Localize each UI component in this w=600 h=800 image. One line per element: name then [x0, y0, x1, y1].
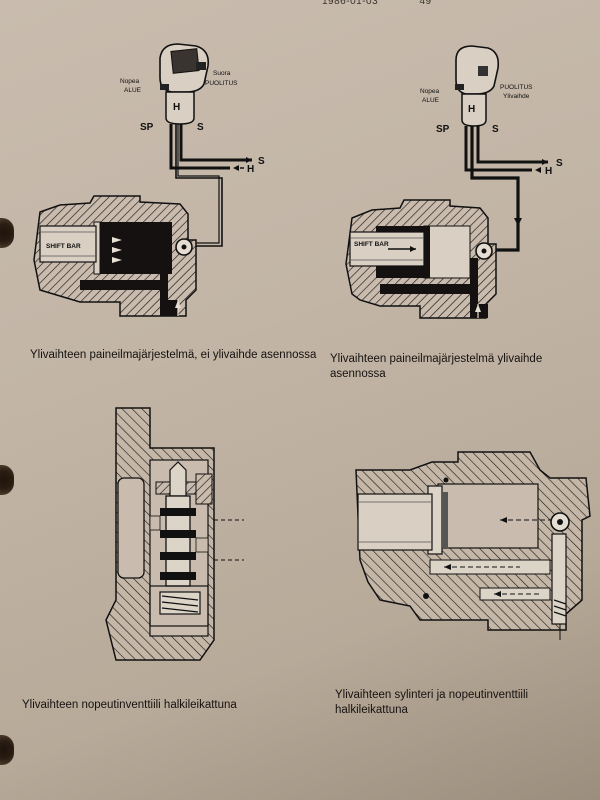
label-sp: SP: [140, 122, 154, 133]
out-h: H: [247, 164, 254, 175]
shift-bar-label: SHIFT BAR: [46, 243, 81, 250]
label-s: S: [197, 122, 204, 133]
shift-knob-2: [455, 45, 500, 127]
label-h: H: [173, 102, 180, 113]
figure-2-caption: Ylivaihteen paineilmajärjestelmä ylivaih…: [330, 353, 543, 380]
figure-1-caption: Ylivaihteen paineilmajärjestelmä, ei yli…: [30, 349, 317, 361]
binder-hole: [0, 465, 14, 495]
label-puolitus-2: PUOLITUS: [500, 84, 533, 91]
cylinder-housing: [355, 451, 591, 640]
label-alue: ALUE: [124, 87, 142, 94]
shift-knob-1: [159, 43, 210, 125]
valve-body: [105, 407, 244, 661]
label-h-2: H: [468, 104, 475, 115]
range-cylinder-housing-1: [33, 195, 197, 317]
out-s-2: S: [556, 158, 563, 169]
figure-4-caption: Ylivaihteen sylinteri ja nopeutinventtii…: [335, 689, 529, 716]
label-nopea-2: Nopea: [420, 88, 440, 95]
binder-hole: [0, 735, 14, 765]
label-puolitus: PUOLITUS: [205, 80, 238, 87]
header-date: 1986-01-03: [322, 0, 379, 7]
air-lines-1: [169, 124, 252, 247]
header-page-number: 49: [419, 0, 432, 7]
out-h-2: H: [545, 166, 552, 177]
label-alue-2: ALUE: [422, 97, 440, 104]
shift-bar-label-2: SHIFT BAR: [354, 241, 389, 248]
out-s: S: [258, 156, 265, 167]
label-suora: Suora: [213, 70, 231, 77]
label-ylivaihde: Ylivaihde: [503, 93, 530, 100]
range-cylinder-housing-2: [345, 199, 497, 319]
binder-hole: [0, 218, 14, 248]
label-sp-2: SP: [436, 124, 450, 135]
label-s-2: S: [492, 124, 499, 135]
air-lines-2: [464, 126, 548, 252]
figure-3-caption: Ylivaihteen nopeutinventtiili halkileika…: [22, 699, 237, 711]
label-nopea: Nopea: [120, 78, 140, 85]
page-header: 1986-01-03 49: [322, 0, 470, 7]
